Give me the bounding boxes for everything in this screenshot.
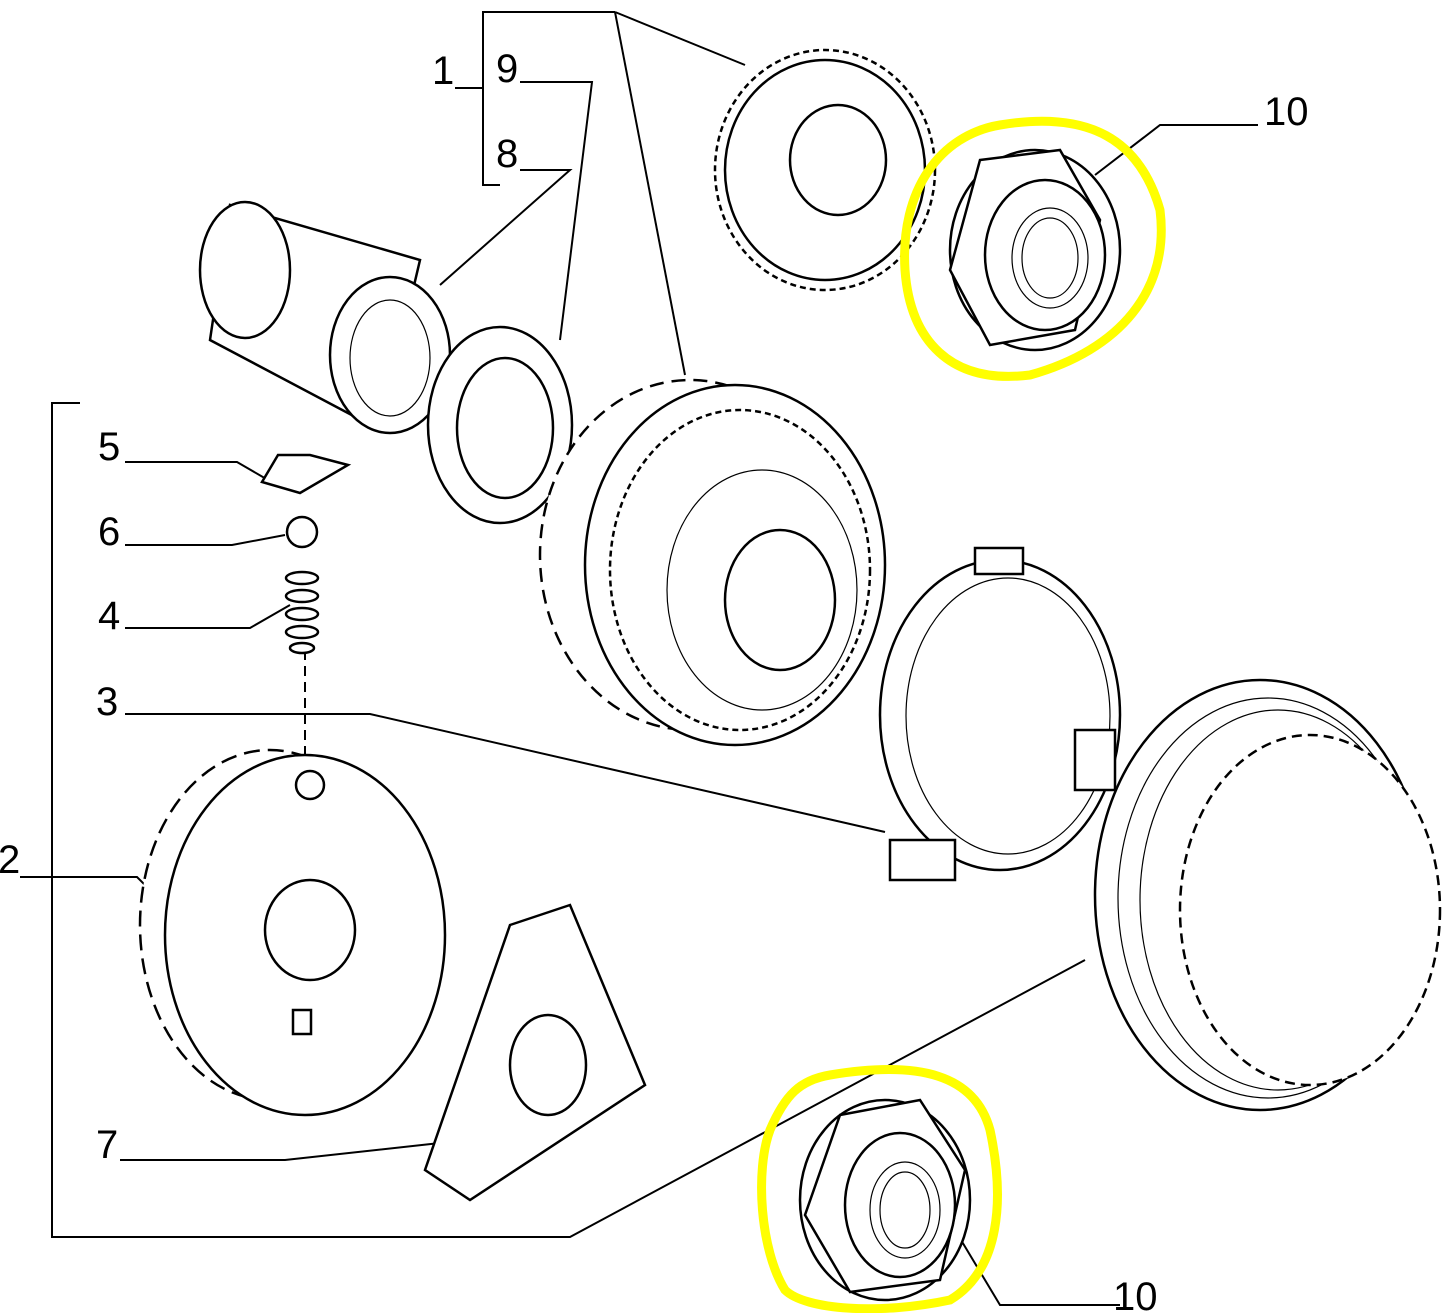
spring-4 <box>284 570 320 655</box>
washer-9 <box>426 325 574 525</box>
nut-10-bottom <box>757 1065 1002 1313</box>
gear-top <box>713 48 937 292</box>
label-part-1: 1 <box>432 49 454 93</box>
label-part-10-bottom: 10 <box>1113 1275 1158 1313</box>
shoe-5 <box>260 453 352 495</box>
label-part-7: 7 <box>96 1123 118 1167</box>
plate-7 <box>423 903 647 1202</box>
label-part-2: 2 <box>0 838 20 882</box>
label-part-9: 9 <box>496 47 518 91</box>
label-part-10-top: 10 <box>1264 90 1309 134</box>
hub-2 <box>138 748 447 1117</box>
gear-synchronizer <box>538 378 887 747</box>
label-part-8: 8 <box>496 132 518 176</box>
label-part-4: 4 <box>98 594 120 638</box>
label-part-6: 6 <box>98 510 120 554</box>
leader-lines <box>20 11 1258 1306</box>
ball-6 <box>285 515 319 549</box>
nut-10-top <box>900 116 1166 381</box>
synchro-ring-3 <box>878 546 1122 882</box>
label-part-3: 3 <box>96 680 118 724</box>
label-part-5: 5 <box>98 425 120 469</box>
sliding-sleeve <box>1093 678 1442 1112</box>
bushing-8 <box>198 200 452 435</box>
